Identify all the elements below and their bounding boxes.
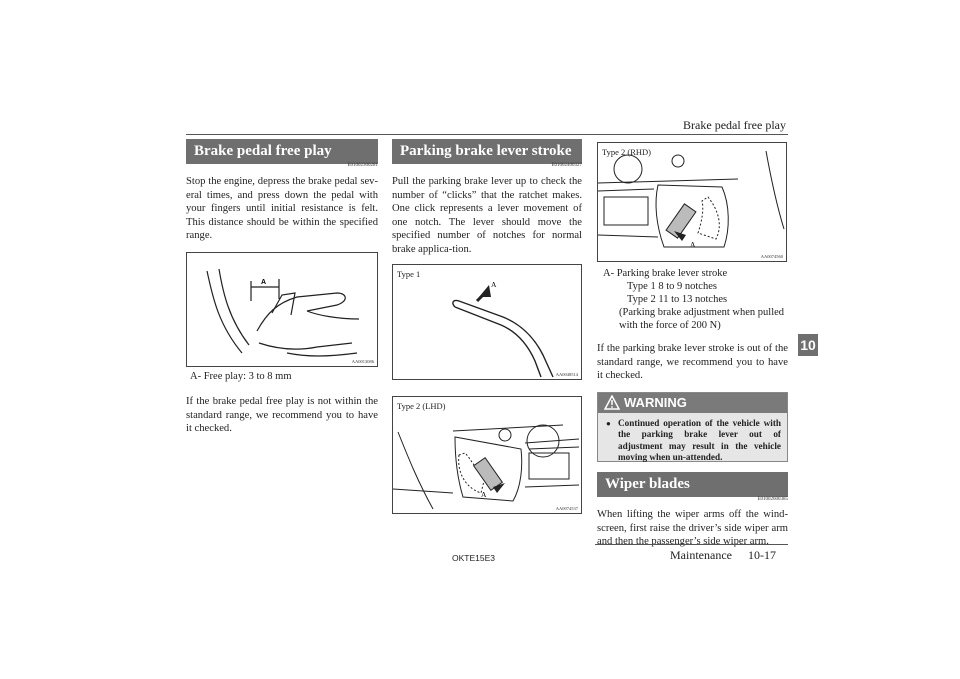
paragraph-brake-recommend: If the brake pedal free play is not with…	[186, 396, 378, 435]
section-heading-brake-pedal: Brake pedal free play	[186, 139, 378, 164]
caption-free-play: A- Free play: 3 to 8 mm	[190, 370, 378, 383]
caption-text: Free play: 3 to 8 mm	[203, 371, 292, 382]
arrow-icon	[493, 483, 505, 493]
caption-line: Type 2 11 to 13 notches	[627, 294, 728, 305]
figure-type-label: Type 1	[397, 269, 421, 279]
warning-text: Continued operation of the vehicle with …	[618, 418, 781, 463]
paragraph-parking-check: Pull the parking brake lever up to check…	[392, 176, 582, 255]
section-code: E01002300281	[347, 163, 378, 168]
figure-id: AA0048514	[555, 372, 578, 377]
figure-label-a: A	[491, 280, 497, 289]
page-number: 10-17	[747, 548, 776, 562]
section-heading-parking-brake: Parking brake lever stroke	[392, 139, 582, 164]
caption-line: Type 1 8 to 9 notches	[627, 281, 717, 292]
section-heading-wiper-blades: Wiper blades	[597, 472, 788, 497]
caption-line: Parking brake lever stroke	[616, 268, 728, 279]
header-rule	[186, 134, 788, 135]
arrow-icon	[674, 231, 686, 241]
caption-prefix: A-	[603, 268, 615, 279]
paragraph-wiper: When lifting the wiper arms off the wind…	[597, 509, 788, 548]
chapter-tab[interactable]: 10	[798, 334, 818, 356]
figure-label-a: A	[690, 240, 696, 249]
figure-type1-lever: Type 1 A AA0048514	[392, 264, 582, 380]
footer-section: Maintenance	[670, 548, 732, 562]
figure-label-a: A	[481, 490, 487, 499]
warning-title: WARNING	[624, 395, 687, 410]
warning-box: WARNING ● Continued operation of the veh…	[597, 392, 788, 462]
caption-prefix: A-	[190, 371, 202, 382]
type2-rhd-illustration: A	[597, 150, 785, 249]
caption-lever-stroke: A- Parking brake lever stroke Type 1 8 t…	[603, 267, 788, 332]
footer-page-info: Maintenance 10-17	[670, 548, 776, 563]
document-code: OKTE15E3	[452, 553, 495, 563]
figure-type2-lhd-lever: Type 2 (LHD) A AA0074537	[392, 396, 582, 514]
paragraph-brake-check: Stop the engine, depress the brake pedal…	[186, 176, 378, 242]
type2-lhd-illustration: A	[392, 424, 580, 510]
running-header: Brake pedal free play	[683, 118, 786, 132]
figure-type-label: Type 2 (RHD)	[602, 147, 651, 157]
footer-rule	[595, 544, 788, 545]
paragraph-parking-recommend: If the parking brake lever stroke is out…	[597, 343, 788, 382]
type1-lever-illustration: A	[452, 280, 554, 378]
warning-body: ● Continued operation of the vehicle wit…	[598, 413, 787, 468]
caption-line: with the force of 200 N)	[619, 320, 721, 331]
brake-pedal-illustration: A	[206, 268, 360, 357]
figure-type2-rhd-lever: Type 2 (RHD) A AA0074560	[597, 142, 787, 262]
section-code: E01002400327	[551, 163, 582, 168]
warning-icon	[604, 395, 620, 410]
figure-brake-pedal: A AA0013086	[186, 252, 378, 367]
caption-line: (Parking brake adjustment when pulled	[619, 307, 785, 318]
bullet-icon: ●	[606, 419, 611, 428]
figure-id: AA0074560	[760, 254, 783, 259]
figure-id: AA0074537	[555, 506, 578, 511]
figure-id: AA0013086	[351, 359, 374, 364]
warning-header: WARNING	[598, 393, 787, 413]
figure-label-a: A	[261, 279, 266, 286]
figure-type-label: Type 2 (LHD)	[397, 401, 446, 411]
section-code: E01002600385	[757, 497, 788, 502]
